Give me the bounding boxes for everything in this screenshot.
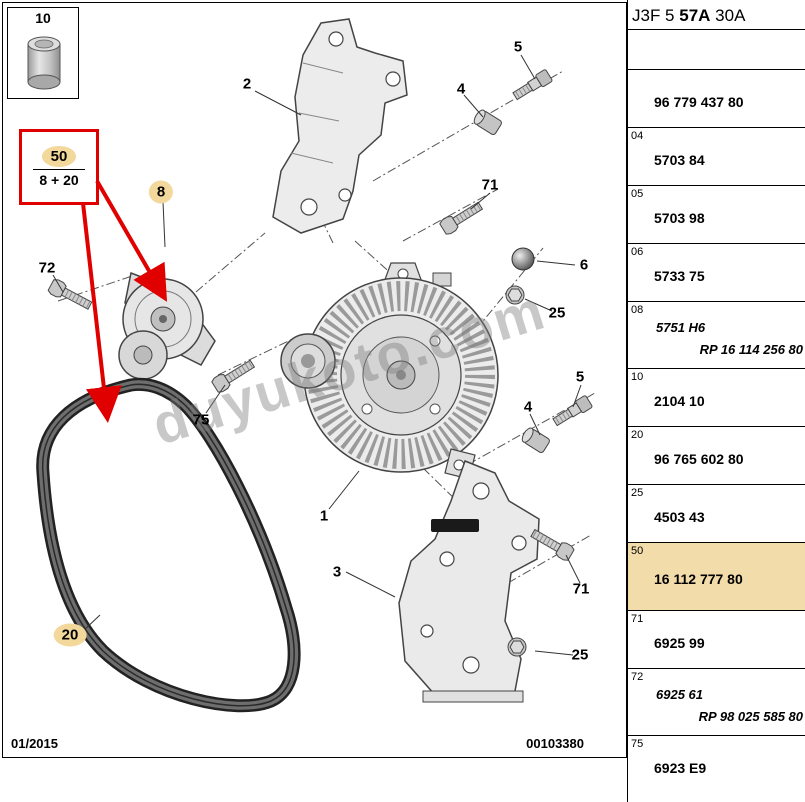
inset-label: 10 bbox=[35, 10, 51, 26]
table-row[interactable]: 72 6925 61 RP 98 025 585 80 bbox=[628, 669, 805, 736]
nut-25-top bbox=[505, 285, 525, 305]
part-number: 5703 98 bbox=[654, 210, 705, 226]
part-number: 4503 43 bbox=[654, 509, 705, 525]
tensioner-part8 bbox=[118, 271, 216, 380]
fraction-line bbox=[33, 169, 85, 170]
part-number: 96 779 437 80 bbox=[654, 94, 744, 110]
superseded-part-number: 6925 61 bbox=[656, 687, 703, 702]
alternator-part1 bbox=[280, 262, 499, 480]
part-callout-5[interactable]: 5 bbox=[513, 38, 523, 56]
drawing-number: 00103380 bbox=[526, 736, 584, 751]
table-row[interactable]: 06 5733 75 bbox=[628, 244, 805, 302]
row-index: 50 bbox=[631, 545, 644, 557]
row-index: 25 bbox=[631, 487, 644, 499]
part-callout-8[interactable]: 8 bbox=[148, 180, 174, 204]
replacement-part-number: RP 98 025 585 80 bbox=[698, 709, 803, 724]
belt-part20 bbox=[36, 377, 301, 713]
table-row[interactable]: 10 2104 10 bbox=[628, 369, 805, 427]
spacer-4-right bbox=[519, 425, 552, 455]
table-row[interactable]: 50 16 112 777 80 bbox=[628, 543, 805, 611]
part-callout-20[interactable]: 20 bbox=[53, 623, 87, 647]
code-prefix: J3F 5 bbox=[632, 6, 680, 25]
table-row[interactable]: 08 5751 H6 RP 16 114 256 80 bbox=[628, 302, 805, 369]
part-number: 6923 E9 bbox=[654, 760, 707, 776]
part-callout-4[interactable]: 4 bbox=[523, 398, 533, 416]
part-callout-25[interactable]: 25 bbox=[548, 304, 566, 322]
parts-table: 96 779 437 80 04 5703 84 05 5703 98 06 5733 75… bbox=[628, 70, 805, 802]
part-callout-71[interactable]: 71 bbox=[572, 580, 590, 598]
callout-50[interactable]: 50 bbox=[41, 146, 77, 167]
callout-8-plus-20: 8 + 20 bbox=[39, 172, 79, 188]
row-index: 10 bbox=[631, 371, 644, 383]
table-row[interactable]: 05 5703 98 bbox=[628, 186, 805, 244]
bolt-71-top bbox=[438, 198, 486, 237]
part-number: 2104 10 bbox=[654, 393, 705, 409]
table-row[interactable]: 75 6923 E9 bbox=[628, 736, 805, 802]
spacer-4-top bbox=[471, 107, 504, 137]
row-index: 04 bbox=[631, 130, 644, 142]
part-number: 16 112 777 80 bbox=[654, 571, 743, 587]
table-row[interactable]: 04 5703 84 bbox=[628, 128, 805, 186]
superseded-part-number: 5751 H6 bbox=[656, 320, 706, 335]
catalog-code: J3F 5 57A 30A bbox=[628, 0, 805, 30]
part-callout-1[interactable]: 1 bbox=[319, 507, 329, 525]
part-callout-25[interactable]: 25 bbox=[571, 646, 589, 664]
row-index: 05 bbox=[631, 188, 644, 200]
table-row[interactable]: 25 4503 43 bbox=[628, 485, 805, 543]
date-code: 01/2015 bbox=[11, 736, 58, 751]
table-top-gap bbox=[628, 30, 805, 70]
part-number: 5703 84 bbox=[654, 152, 705, 168]
replacement-part-number: RP 16 114 256 80 bbox=[699, 342, 803, 357]
parts-sidebar: J3F 5 57A 30A 96 779 437 80 04 5703 84 05 57… bbox=[627, 0, 805, 802]
inset-part-10: 10 bbox=[7, 7, 79, 99]
part-callout-6[interactable]: 6 bbox=[579, 256, 589, 274]
diagram-panel: duyukoto.com 10 50 8 + 20 bbox=[2, 2, 627, 758]
lower-bracket-part3 bbox=[398, 460, 540, 703]
bushing-icon bbox=[27, 36, 61, 90]
part-callout-2[interactable]: 2 bbox=[242, 75, 252, 93]
part-callout-72[interactable]: 72 bbox=[38, 259, 56, 277]
part-callout-75[interactable]: 75 bbox=[192, 411, 210, 429]
table-row[interactable]: 71 6925 99 bbox=[628, 611, 805, 669]
part-number: 5733 75 bbox=[654, 268, 705, 284]
bolt-5-right bbox=[550, 394, 594, 429]
bracket-sticker bbox=[431, 519, 479, 532]
row-index: 08 bbox=[631, 304, 644, 316]
row-index: 72 bbox=[631, 671, 644, 683]
row-index: 20 bbox=[631, 429, 644, 441]
table-row[interactable]: 20 96 765 602 80 bbox=[628, 427, 805, 485]
part-callout-3[interactable]: 3 bbox=[332, 563, 342, 581]
part-callout-71[interactable]: 71 bbox=[481, 176, 499, 194]
row-index: 71 bbox=[631, 613, 644, 625]
bolt-75 bbox=[210, 356, 258, 395]
red-callout-box: 50 8 + 20 bbox=[19, 129, 99, 205]
exploded-diagram bbox=[36, 18, 596, 713]
table-row[interactable]: 96 779 437 80 bbox=[628, 70, 805, 128]
code-suffix: 30A bbox=[710, 6, 746, 25]
row-index: 75 bbox=[631, 738, 644, 750]
nut-25-bottom bbox=[507, 637, 527, 657]
row-index: 06 bbox=[631, 246, 644, 258]
upper-bracket-part2 bbox=[272, 18, 408, 234]
bolt-72 bbox=[46, 277, 95, 314]
part-callout-4[interactable]: 4 bbox=[456, 80, 466, 98]
part-number: 96 765 602 80 bbox=[654, 451, 744, 467]
part-callout-5[interactable]: 5 bbox=[575, 368, 585, 386]
ball-6 bbox=[511, 247, 535, 271]
part-number: 6925 99 bbox=[654, 635, 705, 651]
code-bold: 57A bbox=[679, 6, 711, 25]
